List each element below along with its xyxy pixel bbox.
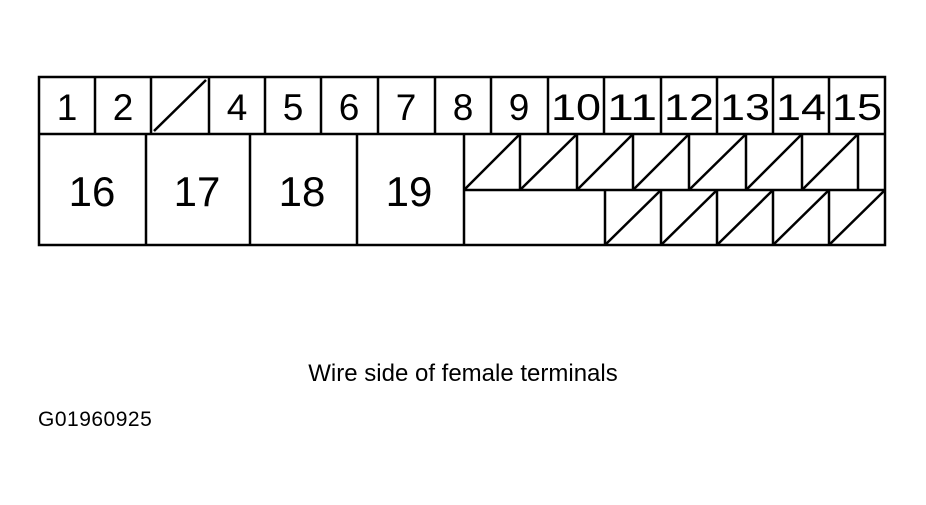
pin-4: 4: [227, 87, 248, 128]
pin-12: 12: [664, 87, 714, 128]
blank-cavities-bottom-row: [604, 189, 886, 246]
pin-14: 14: [776, 87, 826, 128]
diagram-caption: Wire side of female terminals: [308, 360, 618, 387]
terminal-18: 18: [279, 168, 326, 215]
terminal-17: 17: [174, 168, 221, 215]
pin-2: 2: [113, 87, 134, 128]
pin-10: 10: [551, 87, 601, 128]
pin-9: 9: [509, 87, 530, 128]
pin-8: 8: [453, 87, 474, 128]
blank-cavities-mid-row: [463, 133, 859, 191]
terminal-16: 16: [69, 168, 116, 215]
pin-6: 6: [339, 87, 360, 128]
connector-outline: [37, 75, 887, 247]
pin-15: 15: [832, 87, 882, 128]
pin-11: 11: [607, 87, 657, 128]
pin-7: 7: [396, 87, 417, 128]
pin-13: 13: [720, 87, 770, 128]
pin-1: 1: [57, 87, 78, 128]
figure-id: G01960925: [38, 408, 153, 431]
pin-5: 5: [283, 87, 304, 128]
terminal-19: 19: [386, 168, 433, 215]
empty-cavity-3: [153, 79, 207, 132]
